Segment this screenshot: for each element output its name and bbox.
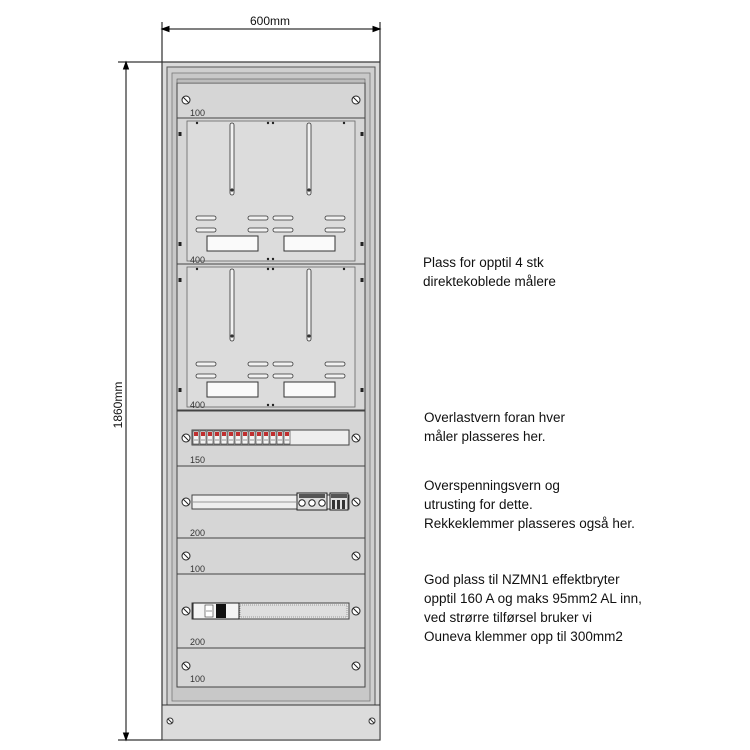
meter-label-window — [283, 381, 336, 398]
section-label: 200 — [190, 637, 206, 647]
section-label: 100 — [190, 674, 206, 684]
screw-icon — [181, 606, 191, 616]
width-dimension-label: 600mm — [249, 14, 290, 28]
section-label: 200 — [190, 528, 206, 538]
screw-icon — [181, 95, 191, 105]
panel-150-overload — [176, 410, 366, 467]
mcb-breaker — [213, 430, 221, 445]
panel-100-top — [176, 78, 366, 119]
height-dimension-label: 1860mm — [111, 381, 125, 429]
overload-breaker-row — [192, 430, 291, 445]
meter-mount-slot — [247, 215, 269, 221]
plinth-screw-left — [166, 717, 174, 725]
screw-icon — [351, 606, 361, 616]
section-label: 400 — [190, 400, 206, 410]
mcb-breaker — [192, 430, 200, 445]
mcb-breaker — [262, 430, 270, 445]
main-breaker — [192, 602, 240, 620]
mcb-breaker — [206, 430, 214, 445]
section-label: 100 — [190, 108, 206, 118]
note-line: Ouneva klemmer opp til 300mm2 — [424, 629, 623, 644]
screw-icon — [351, 497, 361, 507]
section-label: 150 — [190, 455, 206, 465]
meter-mount-slot — [306, 122, 312, 196]
plinth-screw-right — [368, 717, 376, 725]
note-line: opptil 160 A og maks 95mm2 AL inn, — [424, 591, 642, 606]
panel-400-meters-2 — [176, 263, 366, 411]
note-breaker: God plass til NZMN1 effektbryter opptil … — [424, 570, 642, 646]
meter-mount-slot — [306, 268, 312, 342]
mcb-breaker — [283, 430, 291, 445]
cabinet-plinth — [161, 704, 381, 741]
note-overload: Overlastvern foran hver måler plasseres … — [424, 408, 565, 446]
meter-mount-slot — [272, 227, 294, 233]
meter-mount-slot — [324, 373, 346, 379]
mcb-breaker — [234, 430, 242, 445]
height-dimension — [118, 60, 162, 742]
screw-icon — [351, 551, 361, 561]
meter-mount-slot — [229, 122, 235, 196]
note-meters: Plass for opptil 4 stk direktekoblede må… — [423, 253, 556, 291]
mcb-breaker — [199, 430, 207, 445]
note-line: Plass for opptil 4 stk — [423, 255, 544, 270]
note-line: utrusting for dette. — [424, 497, 533, 512]
panel-200-main-breaker — [176, 573, 366, 649]
screw-icon — [181, 661, 191, 671]
screw-icon — [351, 95, 361, 105]
note-surge: Overspenningsvern og utrusting for dette… — [424, 476, 635, 533]
meter-mount-slot — [324, 227, 346, 233]
meter-label-window — [283, 235, 336, 252]
width-dimension — [160, 22, 382, 62]
meter-mount-slot — [324, 361, 346, 367]
meter-mount-slot — [195, 373, 217, 379]
screw-icon — [351, 433, 361, 443]
screw-icon — [181, 551, 191, 561]
meter-mount-slot — [195, 361, 217, 367]
surge-protector — [296, 492, 328, 511]
meter-label-window — [206, 381, 259, 398]
panel-100-middle — [176, 537, 366, 575]
note-line: God plass til NZMN1 effektbryter — [424, 572, 620, 587]
mcb-breaker — [248, 430, 256, 445]
meter-mount-slot — [272, 215, 294, 221]
panel-400-meters-1 — [176, 117, 366, 265]
meter-mount-slot — [324, 215, 346, 221]
meter-mount-slot — [247, 227, 269, 233]
screw-icon — [181, 433, 191, 443]
mcb-breaker — [269, 430, 277, 445]
mcb-breaker — [241, 430, 249, 445]
note-line: Overlastvern foran hver — [424, 410, 566, 425]
meter-mount-slot — [195, 215, 217, 221]
panel-100-bottom — [176, 647, 366, 688]
section-label: 100 — [190, 564, 206, 574]
note-line: måler plasseres her. — [424, 429, 546, 444]
screw-icon — [351, 661, 361, 671]
meter-mount-slot — [272, 361, 294, 367]
meter-mount-slot — [195, 227, 217, 233]
mcb-breaker — [255, 430, 263, 445]
mcb-breaker — [227, 430, 235, 445]
meter-mount-slot — [229, 268, 235, 342]
panel-200-surge — [176, 465, 366, 539]
note-line: direktekoblede målere — [423, 274, 556, 289]
screw-icon — [181, 497, 191, 507]
meter-mount-slot — [272, 373, 294, 379]
note-line: Overspenningsvern og — [424, 478, 560, 493]
mcb-breaker — [276, 430, 284, 445]
section-label: 400 — [190, 255, 206, 265]
meter-mount-slot — [247, 373, 269, 379]
mcb-breaker — [220, 430, 228, 445]
meter-label-window — [206, 235, 259, 252]
note-line: ved strørre tilførsel bruker vi — [424, 610, 593, 625]
meter-mount-slot — [247, 361, 269, 367]
terminal-blocks — [329, 492, 349, 511]
note-line: Rekkeklemmer plasseres også her. — [424, 516, 635, 531]
